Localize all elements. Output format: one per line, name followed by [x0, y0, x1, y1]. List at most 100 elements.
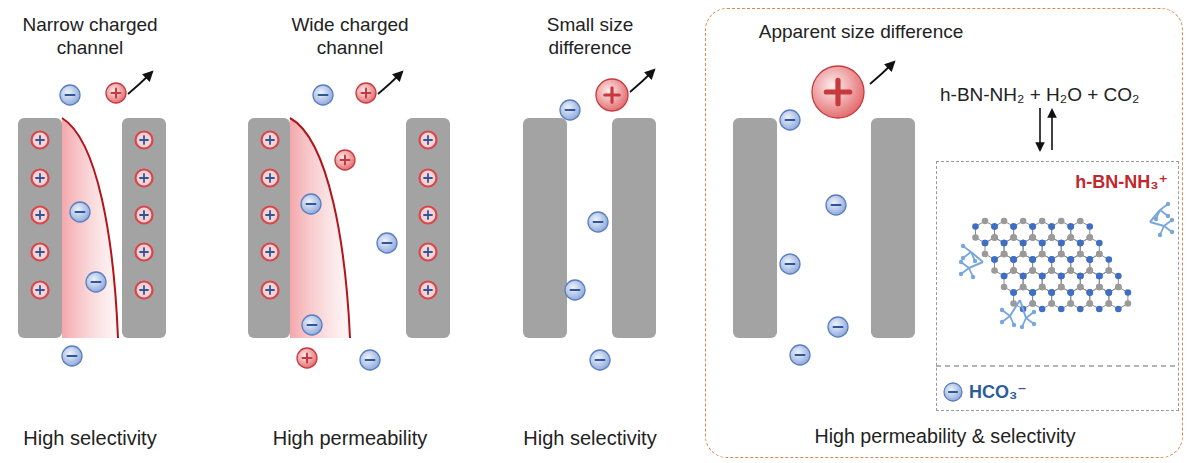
surface-charge [32, 282, 49, 299]
nitrogen-atom [1096, 306, 1103, 313]
anion [780, 110, 800, 130]
anion [560, 100, 580, 120]
boron-atom [1001, 251, 1008, 258]
nitrogen-atom [1001, 240, 1008, 247]
sign-bar [366, 359, 375, 361]
ion-body [780, 254, 800, 274]
boron-atom [1048, 234, 1055, 241]
charge-body [136, 170, 153, 187]
nitrogen-atom [1029, 223, 1036, 230]
boron-atom [1077, 218, 1084, 225]
nitrogen-atom [1039, 273, 1046, 280]
sign-bar [319, 94, 328, 96]
nitrogen-atom [1096, 273, 1103, 280]
boron-atom [1039, 251, 1046, 258]
boron-atom [1039, 251, 1046, 258]
sign-bar [269, 286, 271, 294]
potential-curve [62, 118, 118, 338]
nitrogen-atom [1106, 256, 1113, 263]
cation [297, 348, 317, 368]
sign-bar [143, 211, 145, 219]
boron-atom [1048, 234, 1055, 241]
boron-atom [1020, 284, 1027, 291]
nitrogen-atom [1115, 273, 1122, 280]
nitrogen-atom [1058, 240, 1065, 247]
sign-bar [115, 89, 117, 98]
boron-atom [1010, 267, 1017, 274]
nitrogen-atom [991, 223, 998, 230]
boron-atom [1058, 284, 1065, 291]
boron-atom [1106, 300, 1113, 307]
nitrogen-atom [1058, 240, 1065, 247]
boron-atom [1077, 251, 1084, 258]
sign-bar [39, 136, 41, 144]
channel-wall [248, 118, 290, 338]
boron-atom [1058, 284, 1065, 291]
charge-body [136, 282, 153, 299]
nitrogen-atom [1086, 289, 1093, 296]
panel-label: High selectivity [0, 426, 180, 450]
boron-atom [1010, 267, 1017, 274]
boron-atom [991, 234, 998, 241]
boron-atom [1077, 284, 1084, 291]
sign-bar [427, 248, 429, 256]
surface-charge [136, 132, 153, 149]
boron-atom [972, 234, 979, 241]
sign-bar [68, 355, 77, 357]
panel-label: High permeability [265, 426, 435, 450]
rejection-arrow [870, 62, 894, 84]
node-text: h-BN-NH₃⁺ [1075, 172, 1168, 194]
boron-atom [1010, 234, 1017, 241]
boron-atom [991, 234, 998, 241]
boron-atom [1096, 284, 1103, 291]
boron-atom [1077, 251, 1084, 258]
nitrogen-atom [1048, 223, 1055, 230]
branch-end [1170, 218, 1174, 222]
anion [780, 254, 800, 274]
sign-bar [308, 324, 317, 326]
anion [590, 350, 610, 370]
nitrogen-atom [1067, 256, 1074, 263]
ion-body [590, 350, 610, 370]
cation [335, 150, 355, 170]
surface-charge [262, 244, 279, 261]
nitrogen-atom [1067, 223, 1074, 230]
nitrogen-atom [1001, 240, 1008, 247]
ion-body [588, 212, 608, 232]
nitrogen-atom [1020, 273, 1027, 280]
nitrogen-atom [991, 256, 998, 263]
branch-end [1000, 308, 1004, 312]
inset-box: h-BN-NH₃⁺HCO₃⁻ [936, 161, 1179, 411]
nitrogen-atom [1020, 240, 1027, 247]
sign-bar [92, 281, 101, 283]
nitrogen-atom [1077, 273, 1084, 280]
ion-body [86, 272, 106, 292]
anion [828, 317, 848, 337]
charge-body [420, 282, 437, 299]
boron-atom [1058, 218, 1065, 225]
channel-wall [406, 118, 450, 338]
nitrogen-atom [1106, 289, 1113, 296]
sign-bar [834, 326, 843, 328]
boron-atom [1067, 234, 1074, 241]
sign-bar [269, 136, 271, 144]
boron-atom [1020, 251, 1027, 258]
nitrogen-atom [1020, 273, 1027, 280]
nitrogen-atom [1029, 223, 1036, 230]
nitrogen-atom [1010, 223, 1017, 230]
boron-atom [1077, 284, 1084, 291]
ion-body [780, 110, 800, 130]
ion-body [560, 100, 580, 120]
sign-bar [269, 248, 271, 256]
panel-label: Narrow charged channel [10, 14, 170, 60]
surface-charge [420, 207, 437, 224]
ion-body [944, 383, 962, 401]
sign-bar [383, 242, 392, 244]
nitrogen-atom [1086, 256, 1093, 263]
ion-body [565, 280, 585, 300]
boron-atom [1086, 267, 1093, 274]
boron-atom [1067, 234, 1074, 241]
anion [565, 280, 585, 300]
boron-atom [1001, 251, 1008, 258]
boron-atom [1058, 251, 1065, 258]
